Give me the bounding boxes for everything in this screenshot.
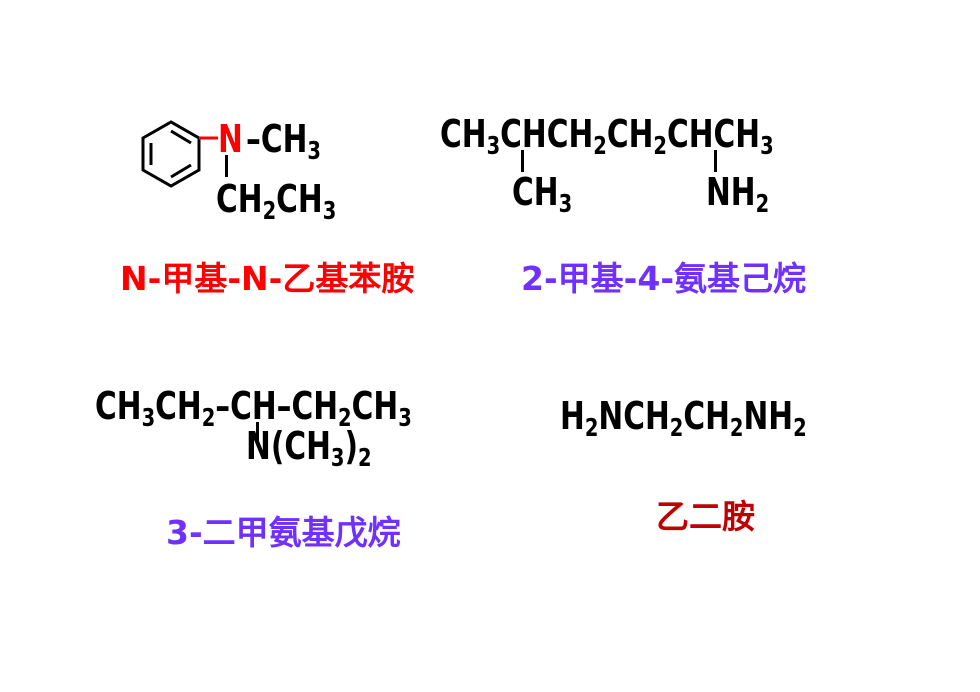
methyl-branch: CH3 (512, 170, 573, 218)
amino-branch-bond (714, 150, 717, 172)
n-ethyl-bond (225, 155, 228, 177)
dimethylamino-group: N(CH3)2 (246, 424, 372, 472)
compound4-name: 乙二胺 (656, 497, 755, 536)
compound4-formula: H2NCH2CH2NH2 (560, 394, 807, 442)
amino-branch: NH2 (706, 170, 770, 218)
compound1-name: N-甲基-N-乙基苯胺 (120, 259, 415, 298)
methyl-group: –CH3 (246, 117, 321, 165)
compound3-main-chain: CH3CH2–CH–CH2CH3 (95, 384, 412, 432)
methyl-branch-bond (521, 150, 524, 172)
ethyl-group: CH2CH3 (216, 177, 337, 225)
compound2-main-chain: CH3CHCH2CH2CHCH3 (440, 112, 774, 160)
dimethylamino-bond (256, 422, 259, 442)
compound3-name: 3-二甲氨基戊烷 (166, 513, 401, 552)
nitrogen-atom: N (218, 117, 243, 161)
compound2-name: 2-甲基-4-氨基己烷 (521, 259, 807, 298)
